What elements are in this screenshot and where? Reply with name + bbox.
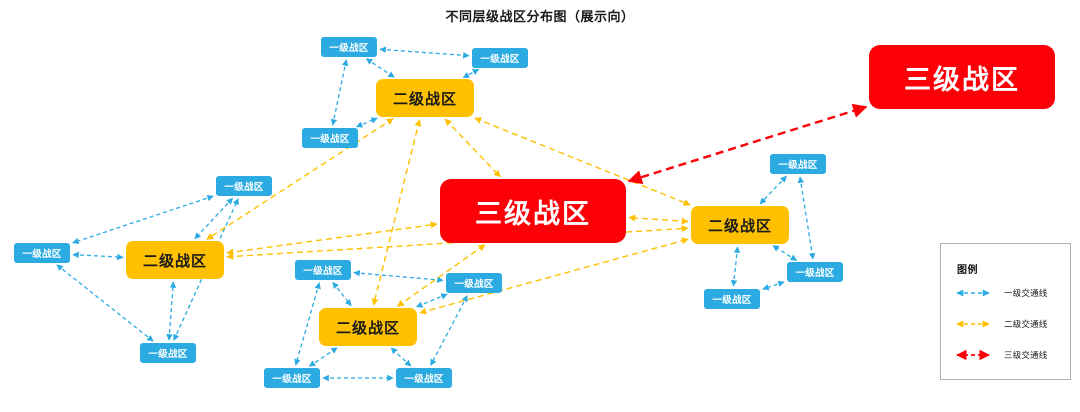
node-label: 一级战区 [480, 54, 520, 65]
node-label: 一级战区 [148, 349, 188, 360]
edge-level-1 [294, 282, 321, 366]
node-level-1[interactable]: 一级战区 [321, 37, 377, 57]
legend-item-label: 三级交通线 [1004, 351, 1048, 361]
node-label: 一级战区 [454, 279, 494, 290]
edge-level-1 [353, 269, 444, 284]
node-label: 二级战区 [707, 216, 772, 235]
edge-level-1 [797, 176, 816, 260]
node-level-1[interactable]: 一级战区 [216, 176, 272, 196]
edge-level-1 [730, 246, 741, 287]
node-level-3[interactable]: 三级战区 [869, 45, 1055, 109]
legend-line-sample-icon [956, 289, 990, 297]
node-label: 三级战区 [904, 64, 1020, 96]
node-level-1[interactable]: 一级战区 [264, 368, 320, 388]
legend-line-sample-icon [955, 349, 991, 361]
edge-level-2 [206, 118, 394, 240]
edge-level-1 [390, 347, 412, 367]
node-level-1[interactable]: 一级战区 [472, 48, 528, 68]
edge-level-1 [759, 175, 787, 205]
edge-level-1 [365, 58, 395, 78]
node-label: 二级战区 [392, 89, 457, 108]
legend-item-level-1: 一级交通线 [951, 286, 1066, 300]
legend-item-label: 一级交通线 [1004, 289, 1048, 299]
node-level-1[interactable]: 一级战区 [396, 368, 452, 388]
edge-level-3 [627, 103, 868, 185]
edge-level-2 [628, 214, 689, 225]
node-level-1[interactable]: 一级战区 [302, 128, 358, 148]
edge-level-2 [474, 117, 691, 206]
node-label: 一级战区 [329, 43, 369, 54]
node-level-1[interactable]: 一级战区 [14, 243, 70, 263]
edge-level-1 [462, 68, 480, 79]
node-label: 一级战区 [272, 374, 312, 385]
edge-level-1 [772, 245, 798, 261]
legend-line-sample-icon [956, 320, 990, 328]
node-level-2[interactable]: 二级战区 [319, 308, 417, 346]
node-level-2[interactable]: 二级战区 [126, 241, 224, 279]
node-label: 一级战区 [404, 374, 444, 385]
edge-level-1 [72, 251, 124, 261]
page-title: 不同层级战区分布图（展示向） [445, 10, 635, 25]
node-label: 一级战区 [712, 295, 752, 306]
node-label: 一级战区 [224, 182, 264, 193]
legend-item-level-3: 三级交通线 [951, 348, 1066, 362]
edge-level-1 [415, 293, 448, 308]
edge-level-1 [379, 46, 470, 59]
node-level-1[interactable]: 一级战区 [140, 343, 196, 363]
edge-level-1 [332, 281, 352, 307]
legend-box: 图例 一级交通线二级交通线三级交通线 [940, 243, 1071, 380]
legend-item-level-2: 二级交通线 [951, 317, 1066, 331]
node-level-1[interactable]: 一级战区 [770, 154, 826, 174]
node-level-3[interactable]: 三级战区 [440, 179, 626, 243]
node-label: 二级战区 [335, 318, 400, 337]
edge-level-2 [419, 237, 689, 315]
node-level-2[interactable]: 二级战区 [376, 79, 474, 117]
edge-level-1 [308, 347, 338, 367]
edge-level-1 [762, 280, 785, 291]
node-level-1[interactable]: 一级战区 [704, 289, 760, 309]
edge-level-1 [72, 194, 214, 245]
legend-item-label: 二级交通线 [1004, 320, 1048, 330]
node-label: 二级战区 [142, 251, 207, 270]
legend-title: 图例 [957, 265, 978, 276]
node-level-1[interactable]: 一级战区 [787, 262, 843, 282]
node-level-2[interactable]: 二级战区 [691, 206, 789, 244]
node-label: 一级战区 [303, 266, 343, 277]
edge-level-1 [330, 59, 349, 126]
node-level-1[interactable]: 一级战区 [295, 260, 351, 280]
edge-level-1 [194, 197, 234, 240]
edge-level-2 [444, 118, 501, 178]
node-label: 一级战区 [795, 268, 835, 279]
node-label: 一级战区 [778, 160, 818, 171]
edge-level-1 [355, 117, 378, 128]
node-label: 三级战区 [475, 198, 591, 230]
node-level-1[interactable]: 一级战区 [446, 273, 502, 293]
edge-level-2 [226, 221, 438, 256]
edge-level-2 [371, 119, 422, 306]
node-label: 一级战区 [22, 249, 62, 260]
node-label: 一级战区 [310, 134, 350, 145]
edge-level-1 [430, 295, 468, 366]
edge-level-1 [166, 281, 177, 341]
